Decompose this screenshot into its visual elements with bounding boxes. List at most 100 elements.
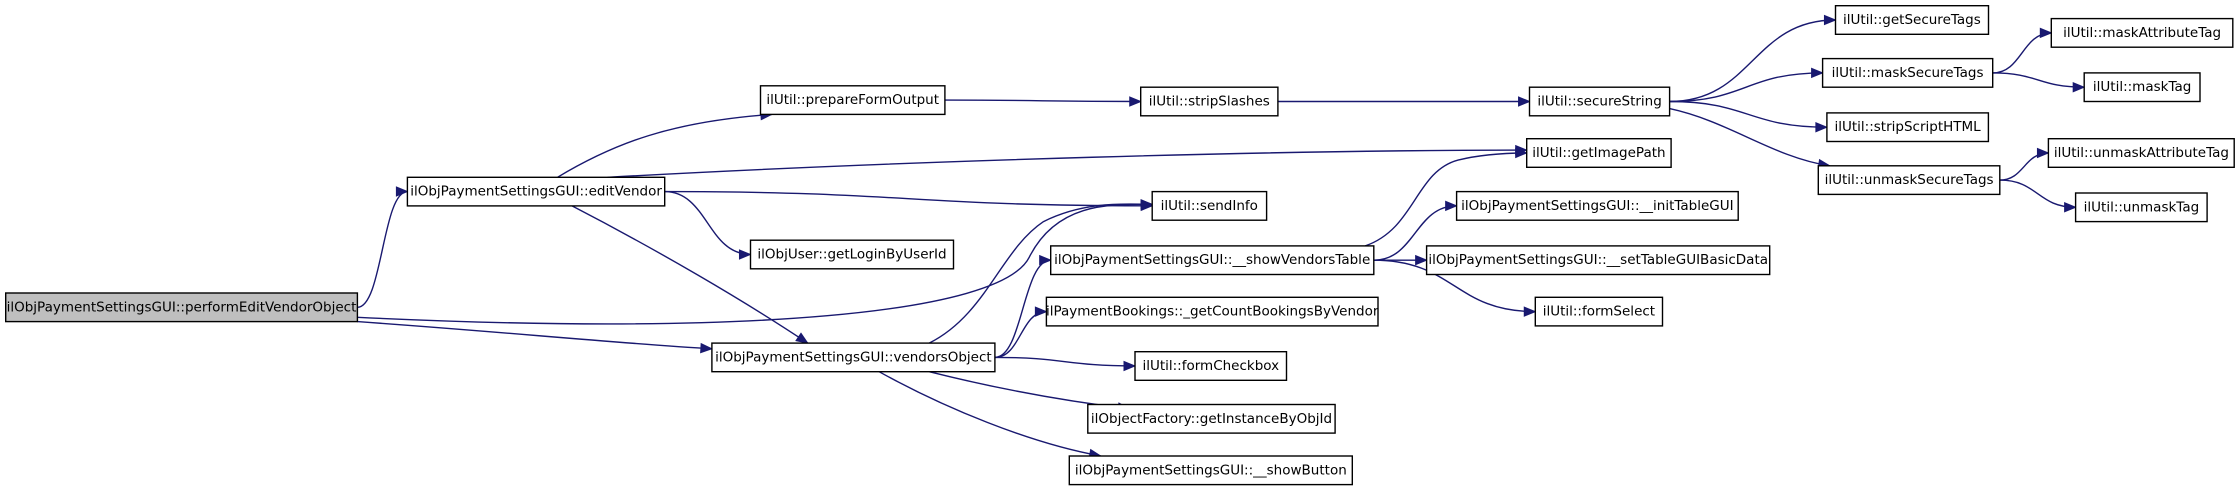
edge-arrowhead (795, 332, 809, 344)
node-stripScriptHTML[interactable]: ilUtil::stripScriptHTML (1826, 112, 1990, 143)
node-box (4, 292, 359, 323)
node-root[interactable]: ilObjPaymentSettingsGUI::performEditVend… (4, 292, 359, 323)
node-label: ilUtil::getImagePath (1532, 145, 1665, 161)
edge-arrowhead (1129, 96, 1143, 107)
node-unmaskAttributeTag[interactable]: ilUtil::unmaskAttributeTag (2047, 137, 2235, 168)
node-getSecureTags[interactable]: ilUtil::getSecureTags (1834, 4, 1990, 36)
edge-arrowhead (2036, 147, 2050, 159)
edge-maskSecureTags-to-maskAttributeTag (1992, 27, 2053, 74)
node-label: ilObjPaymentSettingsGUI::editVendor (410, 184, 662, 200)
edge-vendorsObject-to-getCountBookings (994, 306, 1048, 359)
edge-arrowhead (1811, 67, 1824, 79)
edge-line (1373, 259, 1536, 313)
edge-vendorsObject-to-formCheckbox (994, 356, 1137, 372)
node-box (1821, 57, 1994, 88)
node-formSelect[interactable]: ilUtil::formSelect (1534, 296, 1664, 327)
edge-line (1669, 19, 1836, 103)
edge-line (1364, 152, 1527, 247)
edge-line (1669, 100, 1827, 128)
node-getImagePath[interactable]: ilUtil::getImagePath (1525, 137, 1672, 168)
node-maskSecureTags[interactable]: ilUtil::maskSecureTags (1821, 57, 1994, 88)
edge-line (607, 149, 1527, 178)
node-box (1534, 296, 1664, 327)
node-box (1834, 4, 1990, 36)
edge-arrowhead (1039, 254, 1052, 266)
edge-line (357, 320, 712, 350)
node-formCheckbox[interactable]: ilUtil::formCheckbox (1134, 351, 1288, 382)
edge-vendorsObject-to-showButton (878, 371, 1103, 460)
edge-arrowhead (1445, 200, 1458, 212)
node-secureString[interactable]: ilUtil::secureString (1528, 86, 1671, 117)
edge-prepareFormOutput-to-stripSlashes (944, 96, 1143, 107)
node-label: ilUtil::stripSlashes (1149, 94, 1270, 110)
node-box (1139, 86, 1279, 117)
edge-root-to-editVendor (357, 186, 409, 308)
edge-arrowhead (1034, 306, 1048, 317)
edge-root-to-vendorsObject (357, 320, 714, 354)
node-box (1068, 455, 1354, 486)
node-label: ilUtil::maskSecureTags (1832, 65, 1984, 81)
node-box (711, 342, 996, 373)
edge-line (994, 259, 1051, 359)
edge-vendorsObject-to-sendInfo (928, 199, 1154, 344)
edge-editVendor-to-getImagePath (607, 144, 1529, 178)
node-box (1134, 351, 1288, 382)
node-label: ilObjPaymentSettingsGUI::__showVendorsTa… (1054, 252, 1370, 268)
node-label: ilUtil::prepareFormOutput (766, 92, 939, 108)
node-box (1826, 112, 1990, 143)
node-label: ilObjectFactory::getInstanceByObjId (1091, 411, 1332, 427)
edge-line (664, 190, 751, 256)
node-getLoginByUserId[interactable]: ilObjUser::getLoginByUserId (749, 239, 955, 270)
edge-arrowhead (1140, 199, 1154, 210)
edge-arrowhead (1815, 121, 1829, 133)
edge-arrowhead (1518, 96, 1531, 107)
node-setTableGUIBasicData[interactable]: ilObjPaymentSettingsGUI::__setTableGUIBa… (1425, 245, 1771, 276)
node-label: ilObjPaymentSettingsGUI::__showButton (1075, 462, 1347, 478)
edge-editVendor-to-vendorsObject (571, 205, 809, 344)
node-box (406, 176, 666, 207)
edge-line (1992, 72, 2085, 88)
edge-line (357, 203, 1153, 325)
node-box (1045, 296, 1379, 327)
node-vendorsObject[interactable]: ilObjPaymentSettingsGUI::vendorsObject (711, 342, 996, 373)
edge-arrowhead (1123, 360, 1137, 372)
edge-line (357, 190, 408, 308)
edge-showVendorsTable-to-formSelect (1373, 259, 1537, 317)
node-box (759, 85, 946, 116)
node-showButton[interactable]: ilObjPaymentSettingsGUI::__showButton (1068, 455, 1354, 486)
call-graph-nodes: ilObjPaymentSettingsGUI::performEditVend… (4, 4, 2235, 486)
node-prepareFormOutput[interactable]: ilUtil::prepareFormOutput (759, 85, 946, 116)
node-initTableGUI[interactable]: ilObjPaymentSettingsGUI::__initTableGUI (1455, 190, 1739, 221)
node-box (2083, 72, 2201, 103)
edge-secureString-to-unmaskSecureTags (1669, 107, 1832, 170)
node-box (2047, 137, 2235, 168)
edge-line (929, 371, 1130, 410)
edge-unmaskSecureTags-to-unmaskTag (1999, 179, 2077, 213)
node-label: ilUtil::stripScriptHTML (1834, 119, 1981, 135)
node-label: ilUtil::getSecureTags (1843, 12, 1981, 28)
node-label: ilUtil::maskAttributeTag (2063, 25, 2221, 41)
node-sendInfo[interactable]: ilUtil::sendInfo (1151, 190, 1268, 221)
node-box (1817, 165, 2001, 196)
edge-showVendorsTable-to-initTableGUI (1373, 200, 1458, 261)
node-showVendorsTable[interactable]: ilObjPaymentSettingsGUI::__showVendorsTa… (1049, 245, 1375, 276)
node-label: ilObjPaymentSettingsGUI::__setTableGUIBa… (1428, 252, 1768, 268)
node-unmaskSecureTags[interactable]: ilUtil::unmaskSecureTags (1817, 165, 2001, 196)
edge-line (944, 99, 1141, 103)
node-label: ilUtil::secureString (1537, 94, 1661, 110)
edge-arrowhead (395, 186, 409, 197)
node-stripSlashes[interactable]: ilUtil::stripSlashes (1139, 86, 1279, 117)
node-unmaskTag[interactable]: ilUtil::unmaskTag (2074, 192, 2208, 223)
node-box (1425, 245, 1771, 276)
edge-line (1992, 32, 2052, 74)
node-label: ilObjUser::getLoginByUserId (757, 246, 946, 262)
edge-arrowhead (700, 342, 714, 354)
node-maskTag[interactable]: ilUtil::maskTag (2083, 72, 2201, 103)
node-box (2050, 17, 2234, 48)
node-getCountBookings[interactable]: ilPaymentBookings::_getCountBookingsByVe… (1045, 296, 1379, 327)
node-box (1151, 190, 1268, 221)
node-editVendor[interactable]: ilObjPaymentSettingsGUI::editVendor (406, 176, 666, 207)
node-label: ilObjPaymentSettingsGUI::vendorsObject (715, 349, 992, 365)
node-maskAttributeTag[interactable]: ilUtil::maskAttributeTag (2050, 17, 2234, 48)
node-getInstanceByObjId[interactable]: ilObjectFactory::getInstanceByObjId (1087, 403, 1336, 434)
